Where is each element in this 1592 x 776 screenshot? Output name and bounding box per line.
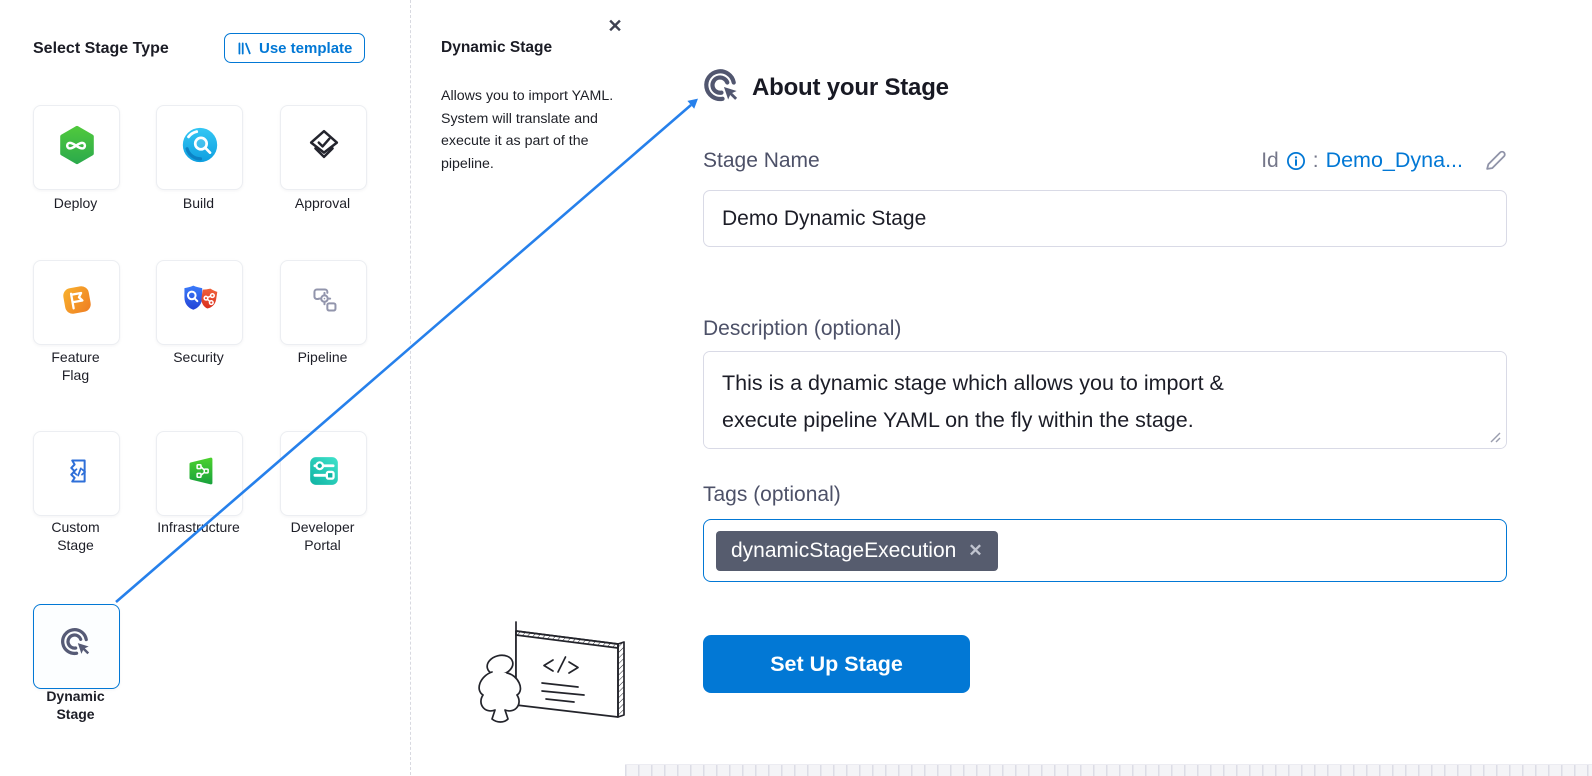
id-separator: : [1312, 148, 1319, 172]
stage-tile-label: Infrastructure [157, 519, 240, 535]
info-panel-description: Allows you to import YAML. System will t… [441, 88, 614, 173]
use-template-label: Use template [259, 39, 353, 57]
approval-icon [303, 124, 345, 171]
stage-tile-deploy[interactable] [33, 105, 120, 190]
stage-tile-label: Developer Portal [290, 519, 355, 553]
stage-tile-label: Dynamic Stage [46, 688, 105, 722]
id-label: Id [1261, 148, 1279, 172]
stage-name-label: Stage Name [703, 149, 820, 172]
pencil-icon[interactable] [1484, 149, 1507, 172]
infrastructure-icon [179, 450, 221, 497]
dynamic-stage-icon [59, 626, 95, 667]
developer-portal-icon [303, 450, 345, 497]
tag-chip[interactable]: dynamicStageExecution ✕ [716, 530, 998, 571]
stage-tile-build[interactable] [156, 105, 243, 190]
tags-label: Tags (optional) [703, 483, 841, 506]
dynamic-stage-icon [702, 67, 744, 114]
build-icon [179, 124, 221, 171]
canvas-ruler [625, 764, 1592, 776]
stage-id-value[interactable]: Demo_Dyna... [1325, 148, 1463, 172]
stage-tile-label: Feature Flag [51, 349, 100, 383]
stage-tile-developer-portal[interactable] [280, 431, 367, 516]
stage-name-input[interactable] [703, 190, 1507, 247]
stage-tile-infrastructure[interactable] [156, 431, 243, 516]
close-icon[interactable]: ✕ [607, 16, 623, 36]
feature-flag-icon [56, 279, 98, 326]
stage-id-row: Id : Demo_Dyna... [1261, 148, 1507, 173]
form-title: About your Stage [752, 74, 949, 101]
tag-remove-icon[interactable]: ✕ [968, 540, 983, 560]
custom-stage-icon [56, 450, 98, 497]
set-up-stage-button[interactable]: Set Up Stage [703, 635, 970, 693]
pipeline-icon [303, 279, 345, 326]
tags-input[interactable]: dynamicStageExecution ✕ [703, 519, 1507, 582]
stage-tile-label: Build [182, 195, 215, 211]
page-title: Select Stage Type [33, 40, 169, 57]
stage-tile-label: Pipeline [297, 349, 348, 365]
deploy-icon [56, 124, 98, 171]
stage-tile-dynamic-stage[interactable] [33, 604, 120, 689]
stage-tile-custom-stage[interactable] [33, 431, 120, 516]
description-textarea[interactable]: This is a dynamic stage which allows you… [703, 351, 1507, 449]
description-label: Description (optional) [703, 317, 902, 340]
stage-tile-pipeline[interactable] [280, 260, 367, 345]
illustration-dynamic-stage [452, 615, 637, 765]
use-template-button[interactable]: Use template [224, 33, 366, 63]
stage-tile-feature-flag[interactable] [33, 260, 120, 345]
stage-tile-label: Deploy [53, 195, 98, 211]
panel-divider [410, 0, 411, 775]
stage-tile-security[interactable] [156, 260, 243, 345]
stage-tile-label: Custom Stage [51, 519, 100, 553]
info-icon[interactable] [1286, 151, 1306, 171]
info-panel-title: Dynamic Stage [441, 39, 553, 56]
template-library-icon [237, 41, 252, 56]
stage-tile-label: Security [173, 349, 224, 365]
stage-tile-label: Approval [294, 195, 351, 211]
security-icon [179, 279, 221, 326]
tag-chip-label: dynamicStageExecution [731, 538, 957, 562]
stage-tile-approval[interactable] [280, 105, 367, 190]
